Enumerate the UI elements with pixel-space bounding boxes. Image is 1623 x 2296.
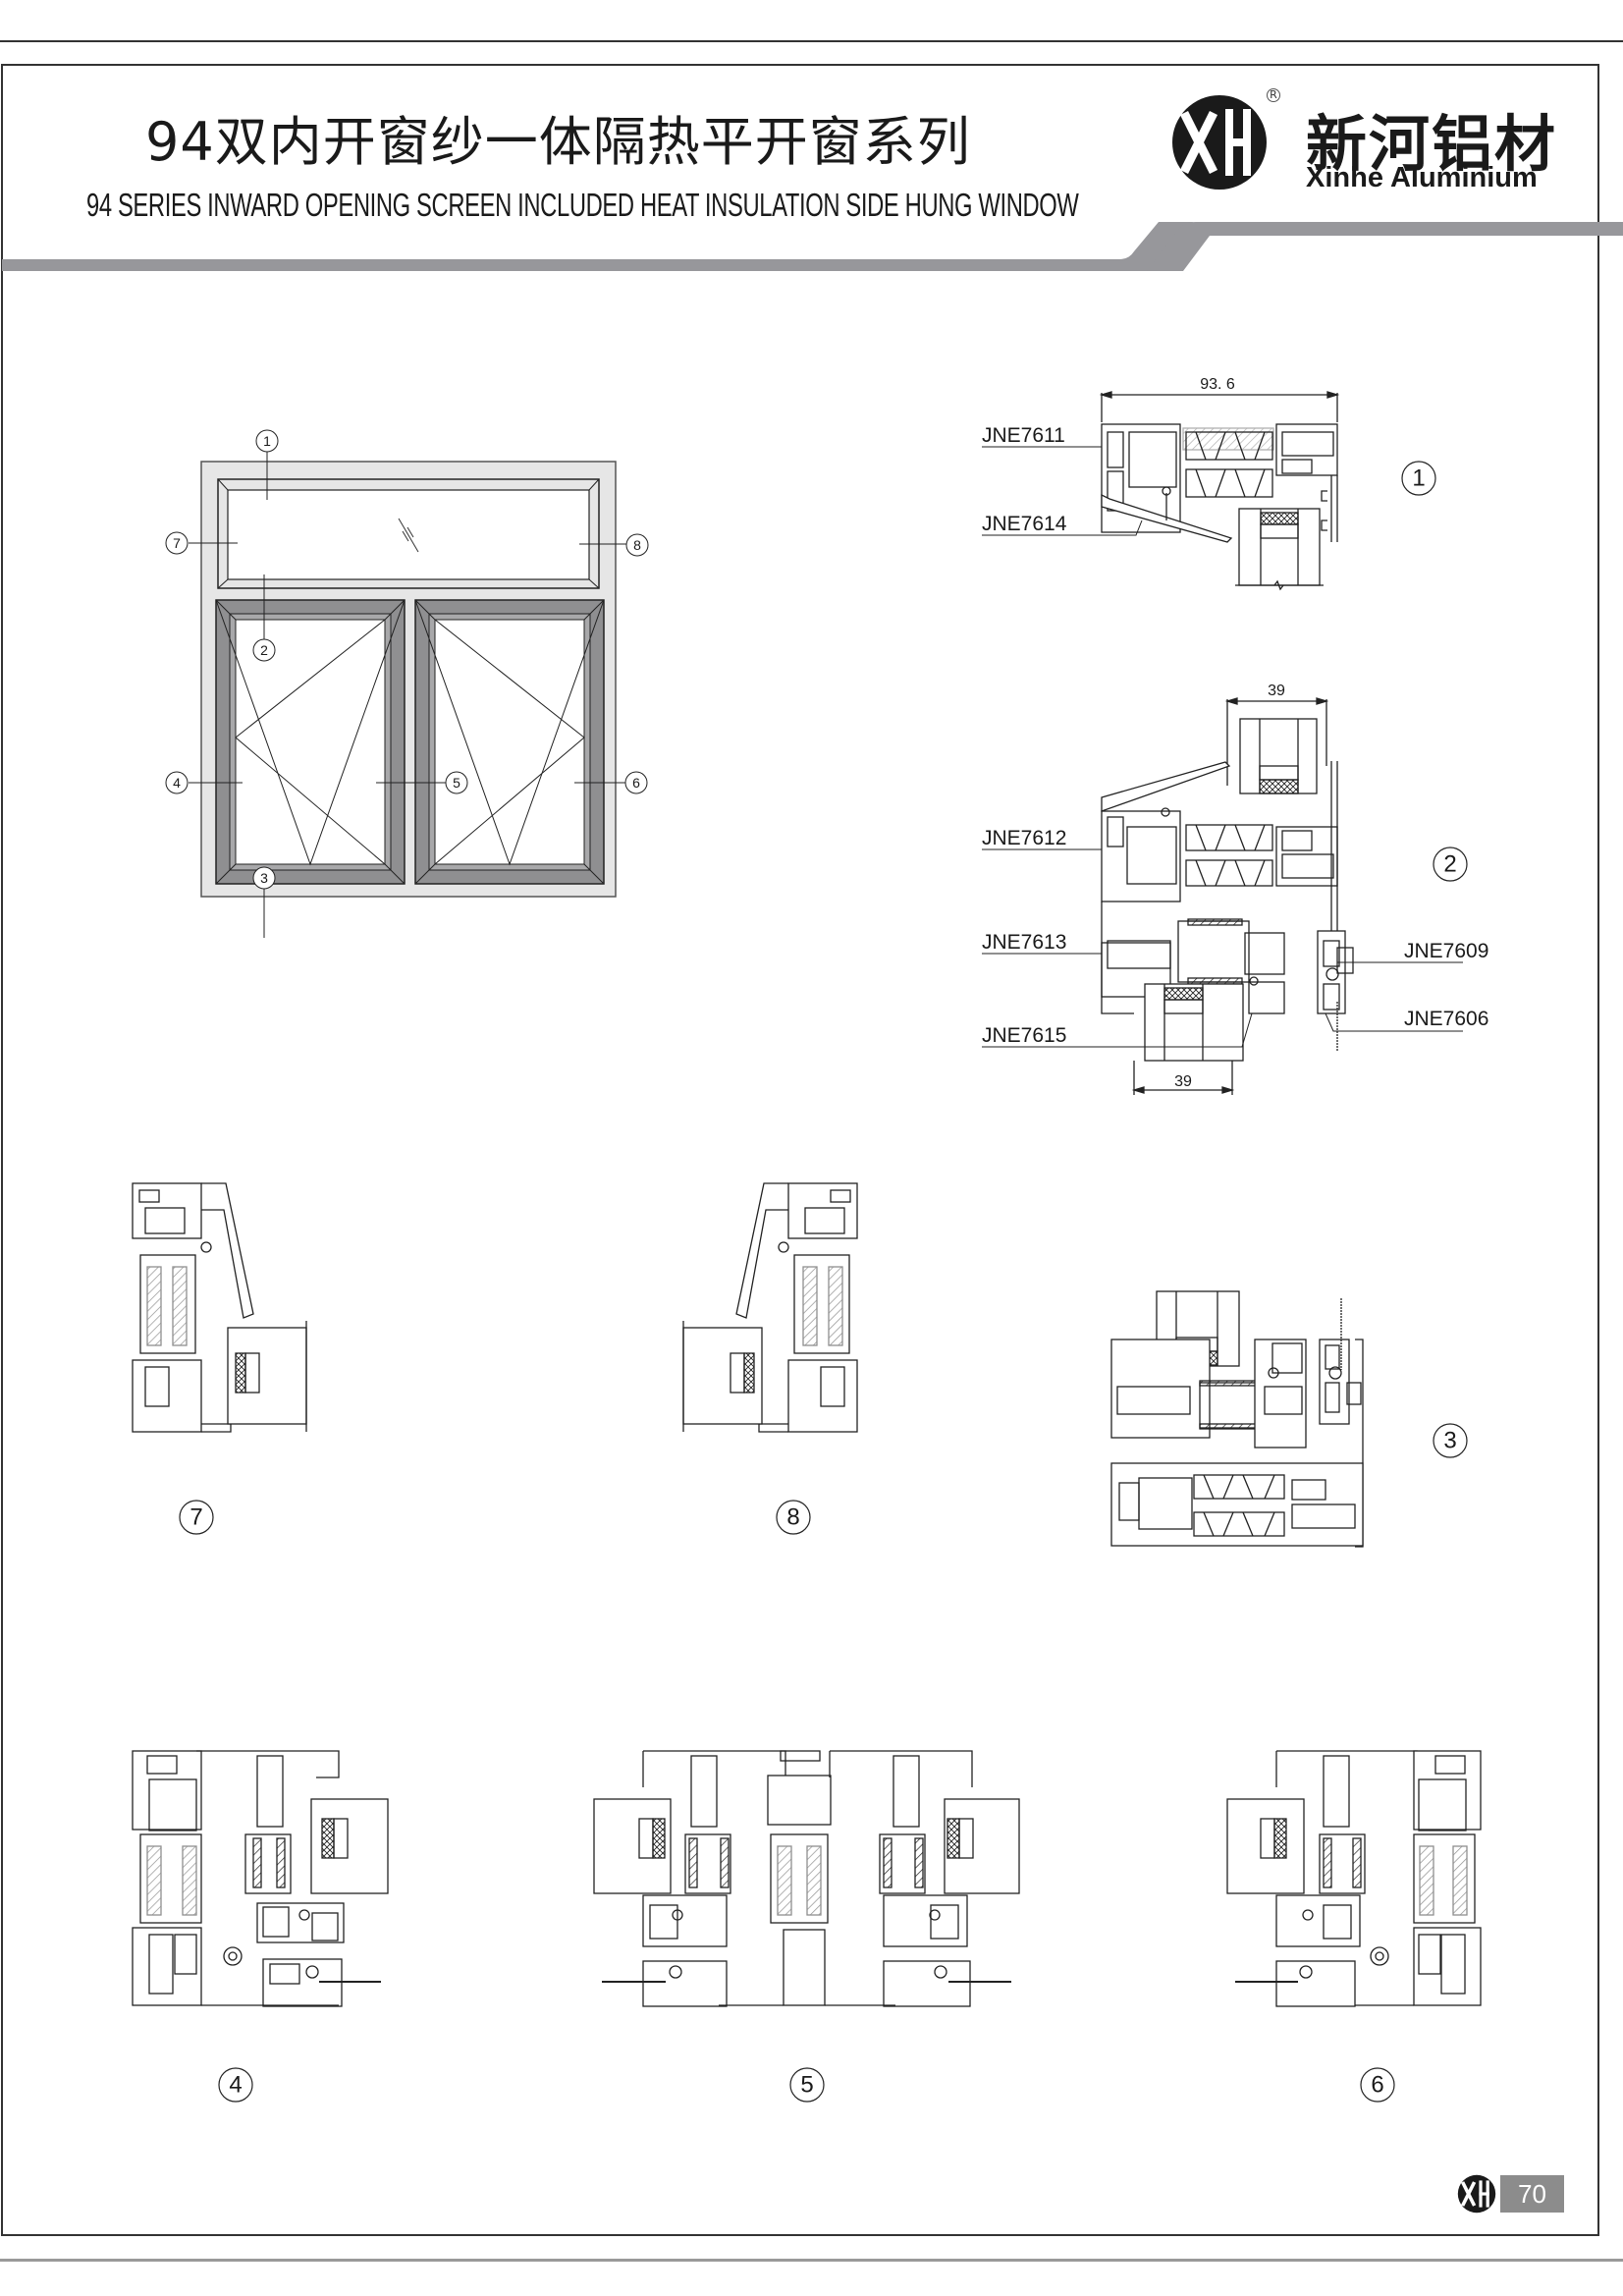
section-2-drawing	[1101, 697, 1354, 1095]
page-number-badge: 70	[1500, 2175, 1564, 2213]
page-title-en: 94 SERIES INWARD OPENING SCREEN INCLUDED…	[86, 187, 1079, 223]
header-band	[2, 222, 1623, 271]
svg-text:4: 4	[229, 2072, 242, 2099]
leader-line	[982, 1012, 1253, 1048]
elevation-callout-4: 4	[165, 771, 189, 794]
top-rule	[0, 40, 1623, 42]
leader-line	[982, 519, 1143, 536]
window-elevation	[189, 452, 626, 938]
profile-label-jne7614: JNE7614	[982, 513, 1067, 535]
svg-text:3: 3	[1443, 1428, 1456, 1454]
section-3-drawing	[1110, 1290, 1364, 1548]
svg-text:1: 1	[263, 433, 271, 449]
section-5-drawing	[593, 1750, 1020, 2007]
svg-text:2: 2	[260, 642, 268, 658]
svg-text:5: 5	[800, 2072, 813, 2099]
elevation-callout-6: 6	[624, 771, 648, 794]
section-callout-3: 3	[1433, 1423, 1468, 1458]
footer-logo-icon	[1456, 2173, 1497, 2214]
section-2-dimension-bottom: 39	[1174, 1073, 1192, 1090]
elevation-callout-1: 1	[255, 429, 279, 453]
elevation-callout-7: 7	[165, 531, 189, 555]
svg-text:4: 4	[173, 775, 181, 791]
svg-text:2: 2	[1443, 851, 1456, 878]
svg-text:7: 7	[173, 535, 181, 551]
profile-label-jne7613: JNE7613	[982, 931, 1066, 954]
section-callout-4: 4	[218, 2067, 253, 2103]
section-2-dimension-top: 39	[1268, 683, 1285, 699]
brand-logo-icon	[1172, 95, 1267, 190]
svg-text:3: 3	[260, 870, 268, 886]
section-4-drawing	[132, 1750, 389, 2007]
section-callout-8: 8	[776, 1500, 811, 1535]
profile-label-jne7611: JNE7611	[982, 424, 1065, 447]
svg-text:5: 5	[453, 775, 460, 791]
svg-text:7: 7	[189, 1504, 202, 1531]
profile-label-jne7609: JNE7609	[1404, 940, 1488, 962]
section-callout-1: 1	[1401, 461, 1436, 496]
section-callout-5: 5	[789, 2067, 825, 2103]
page-frame	[1, 64, 1599, 2236]
section-6-drawing	[1226, 1750, 1482, 2007]
profile-label-jne7606: JNE7606	[1404, 1008, 1488, 1030]
elevation-callout-3: 3	[252, 866, 276, 890]
section-callout-2: 2	[1433, 847, 1468, 882]
section-1-dimension: 93. 6	[1200, 376, 1235, 393]
section-8-drawing	[682, 1182, 858, 1433]
elevation-callout-8: 8	[625, 533, 649, 557]
section-7-drawing	[132, 1182, 307, 1433]
profile-label-jne7612: JNE7612	[982, 827, 1066, 849]
brand-name-en: Xinhe Aluminium	[1306, 162, 1538, 193]
svg-text:8: 8	[786, 1504, 799, 1531]
section-callout-7: 7	[179, 1500, 214, 1535]
bottom-rule	[0, 2259, 1623, 2262]
leader-line	[1325, 1012, 1463, 1032]
section-callout-6: 6	[1360, 2067, 1395, 2103]
elevation-callout-2: 2	[252, 638, 276, 662]
page-title-cn: 94双内开窗纱一体隔热平开窗系列	[145, 111, 971, 173]
brand-name-cn: 新河铝材	[1306, 108, 1558, 180]
profile-label-jne7615: JNE7615	[982, 1024, 1066, 1047]
section-1-drawing	[1099, 391, 1340, 591]
svg-text:6: 6	[1371, 2072, 1383, 2099]
registered-mark: R	[1267, 88, 1280, 102]
svg-text:8: 8	[633, 537, 641, 553]
elevation-callout-5: 5	[445, 771, 468, 794]
svg-text:6: 6	[632, 775, 640, 791]
svg-text:1: 1	[1412, 465, 1425, 492]
